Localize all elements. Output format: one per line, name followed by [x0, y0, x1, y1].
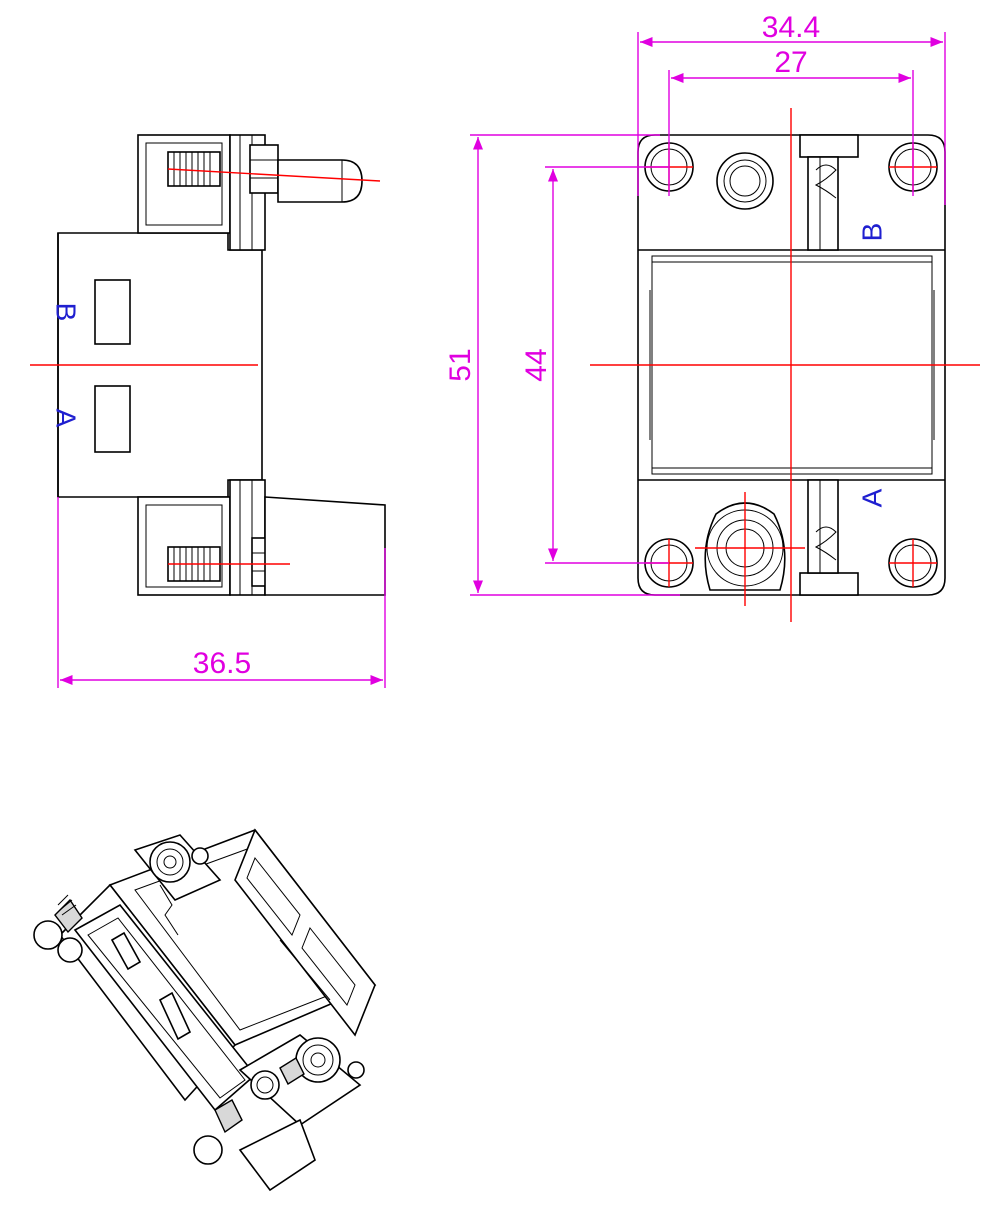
- dimension-44: 44: [520, 166, 669, 564]
- side-centerline-top-screw: [167, 168, 381, 182]
- dimension-label-44: 44: [520, 348, 553, 381]
- dimension-label-51: 51: [444, 348, 477, 381]
- side-top-screw-block: [137, 134, 363, 251]
- front-marking-a: A: [856, 488, 887, 507]
- front-marking-b: B: [856, 223, 887, 242]
- dimension-label-27: 27: [774, 46, 807, 79]
- iso-window-lower: [158, 991, 192, 1041]
- centerline-bottom-boss: [695, 492, 805, 606]
- iso-bottom-screw-block: [238, 1034, 365, 1127]
- side-window-a: [94, 385, 131, 453]
- dimension-51: 51: [444, 134, 680, 596]
- dimension-27: 27: [668, 46, 914, 196]
- iso-top-screw-block: [133, 834, 222, 901]
- iso-right-wall: [234, 828, 376, 1037]
- dimension-34-4: 34.4: [637, 11, 946, 205]
- side-window-b: [94, 279, 131, 345]
- front-view: B A 34.4 27 51: [444, 11, 980, 622]
- centerline-hole-bottom-right: [889, 539, 937, 587]
- iso-window-upper: [110, 931, 142, 971]
- dimension-36-5: 36.5: [57, 497, 386, 688]
- front-top-middle-hole: [716, 152, 774, 210]
- isometric-view: [33, 828, 377, 1192]
- side-marking-b: B: [51, 303, 82, 322]
- side-marking-a: A: [51, 409, 82, 428]
- side-bottom-screw-block: [137, 479, 386, 596]
- front-top-latch: [799, 134, 859, 251]
- iso-bottom-screw-post: [193, 1099, 316, 1192]
- side-view: B A 36.5: [30, 134, 386, 688]
- dimension-label-36-5: 36.5: [193, 647, 251, 680]
- iso-left-screw-post: [33, 894, 83, 963]
- front-bottom-latch: [799, 479, 859, 596]
- dimension-label-34-4: 34.4: [762, 11, 820, 44]
